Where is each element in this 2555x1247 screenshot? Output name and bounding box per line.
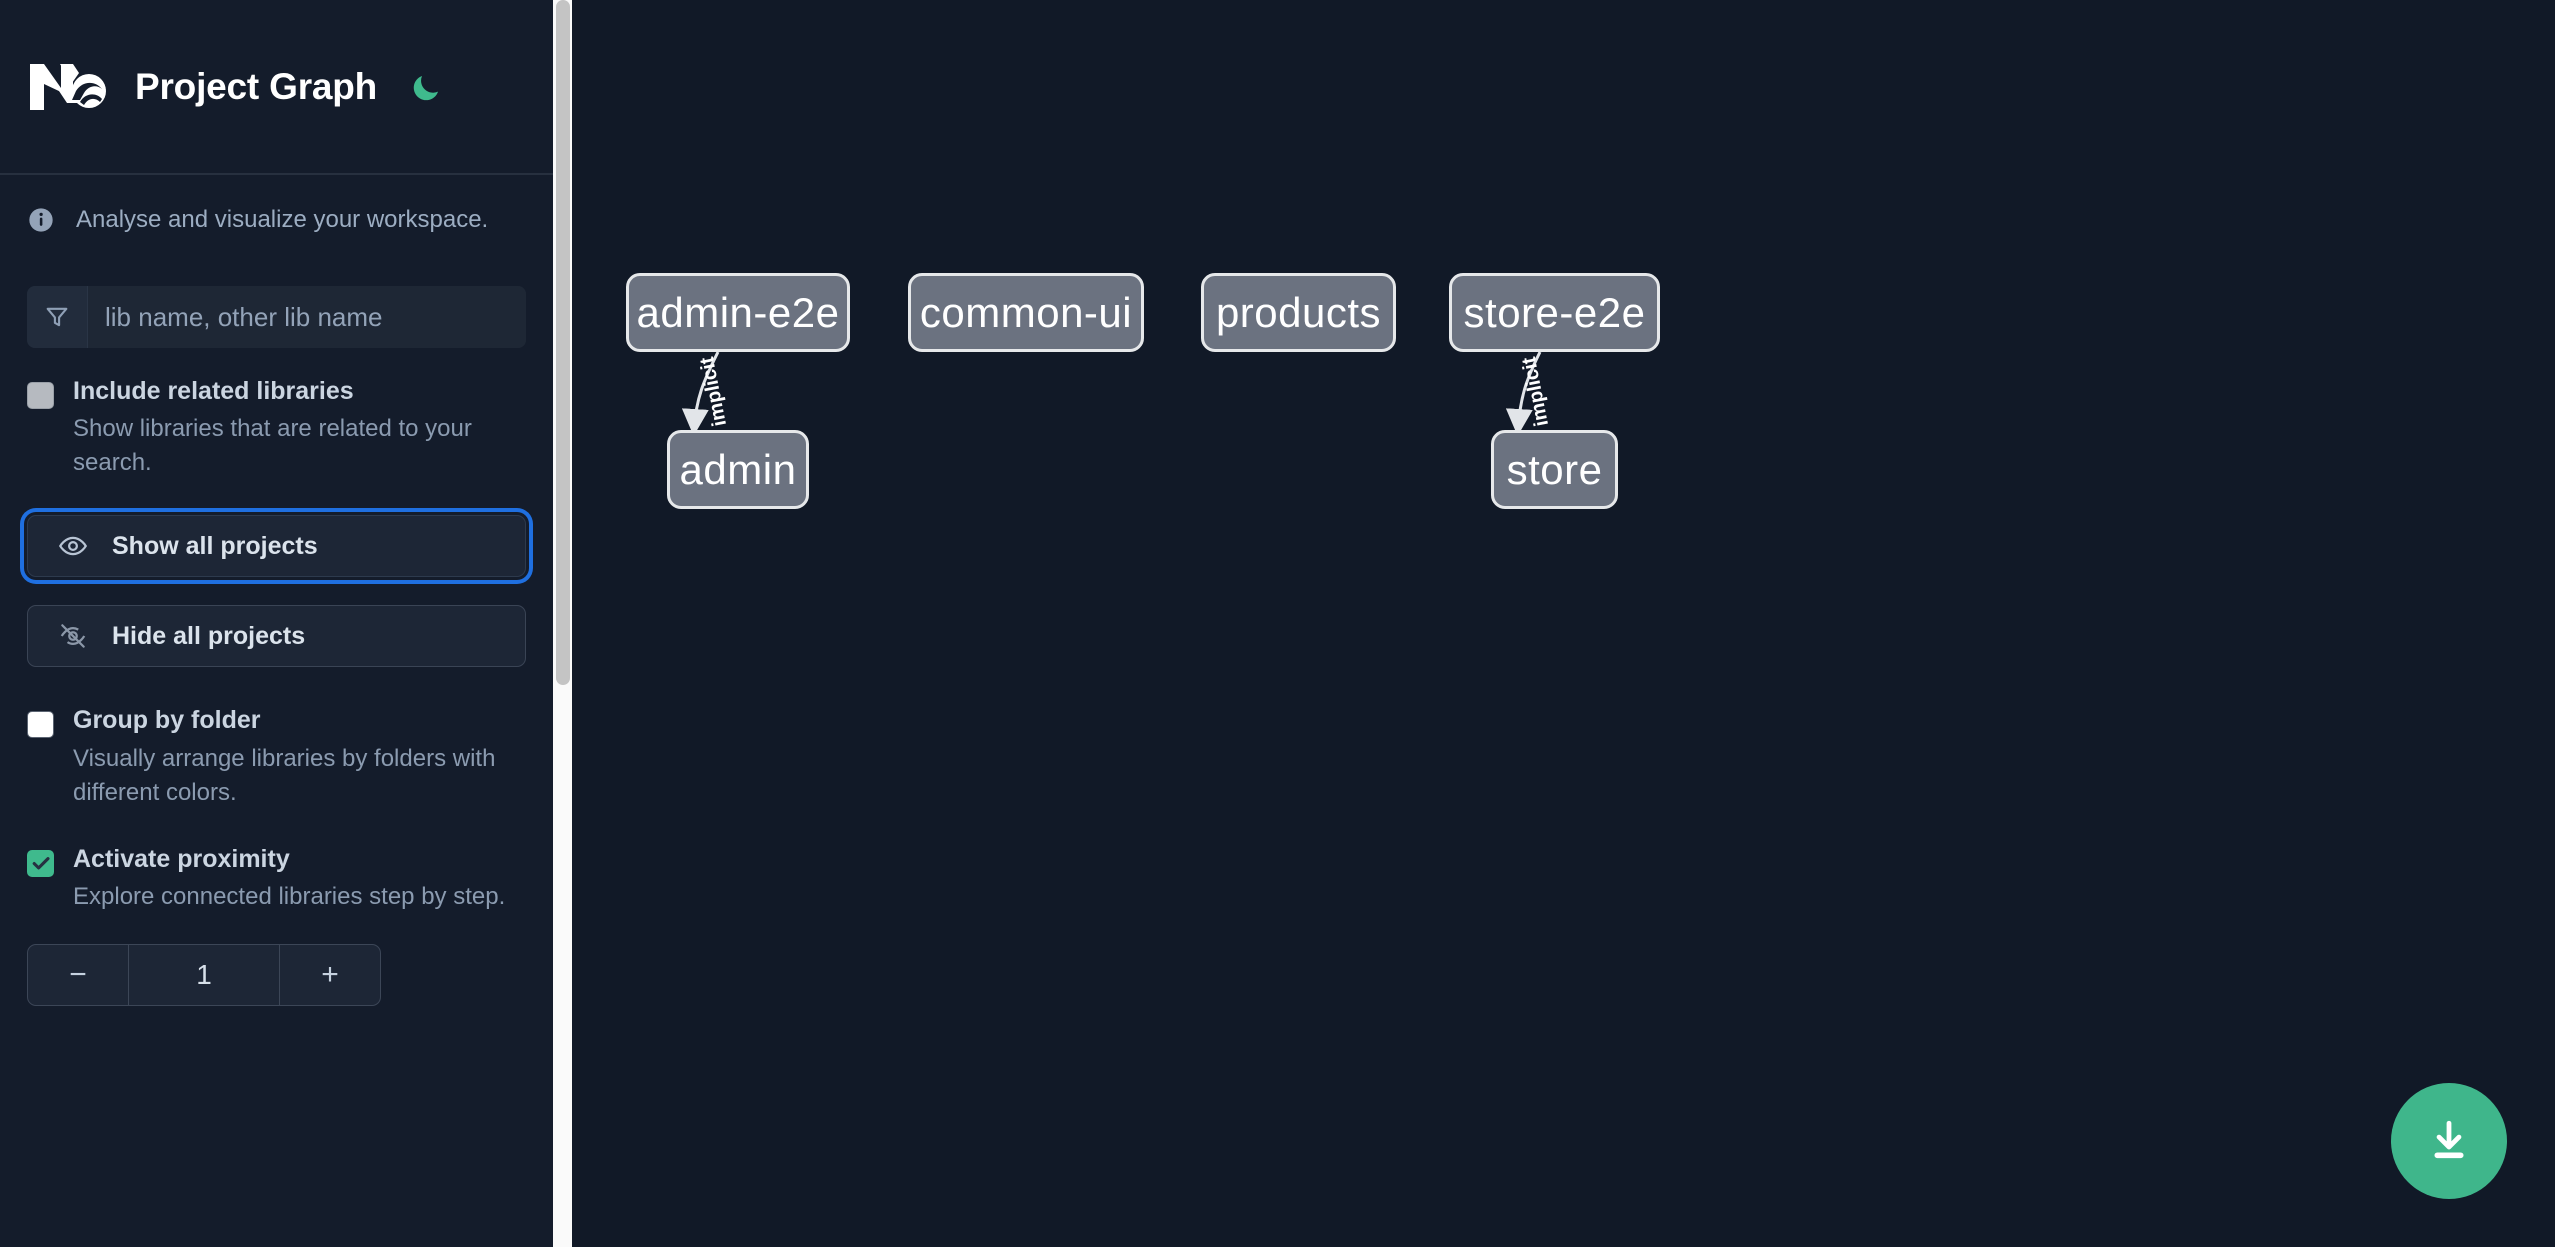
hide-all-projects-label: Hide all projects bbox=[112, 621, 306, 650]
sidebar-header: Project Graph bbox=[0, 0, 553, 175]
proximity-decrement-button[interactable]: − bbox=[28, 945, 129, 1006]
activate-proximity-label: Activate proximity bbox=[73, 844, 290, 873]
info-icon bbox=[27, 206, 55, 234]
group-by-folder-description: Visually arrange libraries by folders wi… bbox=[73, 744, 496, 806]
search-input[interactable] bbox=[88, 286, 526, 348]
proximity-value: 1 bbox=[196, 959, 212, 991]
graph-node-admin[interactable]: admin bbox=[667, 430, 809, 509]
page-title: Project Graph bbox=[135, 65, 378, 107]
option-include-related[interactable]: Include related libraries Show libraries… bbox=[27, 376, 526, 480]
group-by-folder-checkbox[interactable] bbox=[27, 711, 54, 739]
project-visibility-buttons: Show all projects Hide all projects bbox=[27, 515, 526, 668]
group-by-folder-label: Group by folder bbox=[73, 706, 261, 735]
proximity-stepper: − 1 + bbox=[27, 944, 381, 1007]
eye-icon bbox=[56, 529, 90, 563]
graph-edge-labels-layer: implicit implicit bbox=[572, 0, 2555, 1247]
edge-label-store-e2e-store: implicit bbox=[1518, 355, 1553, 429]
graph-nodes-layer: admin-e2e common-ui products store-e2e admin… bbox=[572, 0, 2555, 1247]
edge-store-e2e-to-store bbox=[1505, 351, 1542, 436]
activate-proximity-description: Explore connected libraries step by step… bbox=[73, 883, 506, 911]
show-all-projects-label: Show all projects bbox=[112, 531, 318, 560]
graph-node-store-e2e[interactable]: store-e2e bbox=[1449, 273, 1660, 352]
eye-off-icon bbox=[56, 619, 90, 653]
sidebar-scrollbar[interactable] bbox=[553, 0, 572, 1247]
graph-node-common-ui[interactable]: common-ui bbox=[908, 273, 1144, 352]
edge-label-admin-e2e-admin: implicit bbox=[696, 355, 731, 429]
sidebar-body: Include related libraries Show libraries… bbox=[0, 286, 553, 1007]
download-graph-button[interactable] bbox=[2391, 1083, 2507, 1199]
hide-all-projects-button[interactable]: Hide all projects bbox=[27, 605, 526, 668]
nx-logo-icon bbox=[27, 58, 109, 116]
graph-canvas[interactable]: admin-e2e common-ui products store-e2e admin… bbox=[572, 0, 2555, 1247]
graph-node-admin-e2e[interactable]: admin-e2e bbox=[626, 273, 850, 352]
option-group-by-folder[interactable]: Group by folder Visually arrange librari… bbox=[27, 705, 526, 809]
filter-row[interactable] bbox=[27, 286, 526, 348]
include-related-label: Include related libraries bbox=[73, 377, 354, 405]
tagline: Analyse and visualize your workspace. bbox=[0, 175, 553, 265]
sidebar-scrollbar-thumb[interactable] bbox=[556, 0, 570, 685]
download-icon bbox=[2434, 1120, 2464, 1159]
include-related-checkbox[interactable] bbox=[27, 382, 54, 409]
activate-proximity-checkbox[interactable] bbox=[27, 849, 54, 877]
proximity-increment-button[interactable]: + bbox=[279, 945, 380, 1006]
graph-node-store[interactable]: store bbox=[1491, 430, 1618, 509]
graph-node-products[interactable]: products bbox=[1201, 273, 1396, 352]
option-activate-proximity[interactable]: Activate proximity Explore connected lib… bbox=[27, 844, 526, 914]
edge-admin-e2e-to-admin bbox=[681, 351, 720, 436]
include-related-description: Show libraries that are related to your … bbox=[73, 415, 472, 477]
graph-edges-layer bbox=[681, 351, 1542, 436]
funnel-icon bbox=[27, 286, 88, 348]
sidebar: Project Graph Analyse and visualize your… bbox=[0, 0, 553, 1247]
tagline-text: Analyse and visualize your workspace. bbox=[76, 206, 489, 233]
show-all-projects-button[interactable]: Show all projects bbox=[27, 515, 526, 578]
moon-icon[interactable] bbox=[407, 68, 445, 106]
